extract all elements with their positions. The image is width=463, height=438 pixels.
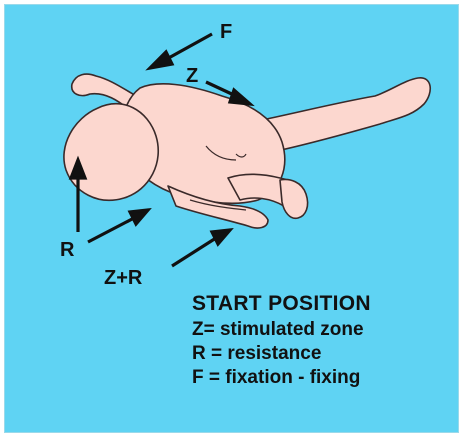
foot — [280, 180, 308, 219]
label-r: R — [60, 240, 74, 260]
label-z-plus-r: Z+R — [104, 268, 142, 288]
legend-title: START POSITION — [192, 292, 371, 316]
legend-line-f: F = fixation - fixing — [192, 367, 371, 389]
label-z: Z — [186, 66, 198, 86]
legend: START POSITION Z= stimulated zone R = re… — [192, 292, 371, 391]
legend-line-r: R = resistance — [192, 343, 371, 365]
legend-line-z: Z= stimulated zone — [192, 319, 371, 341]
label-f: F — [220, 22, 232, 42]
raised-leg — [262, 78, 430, 152]
